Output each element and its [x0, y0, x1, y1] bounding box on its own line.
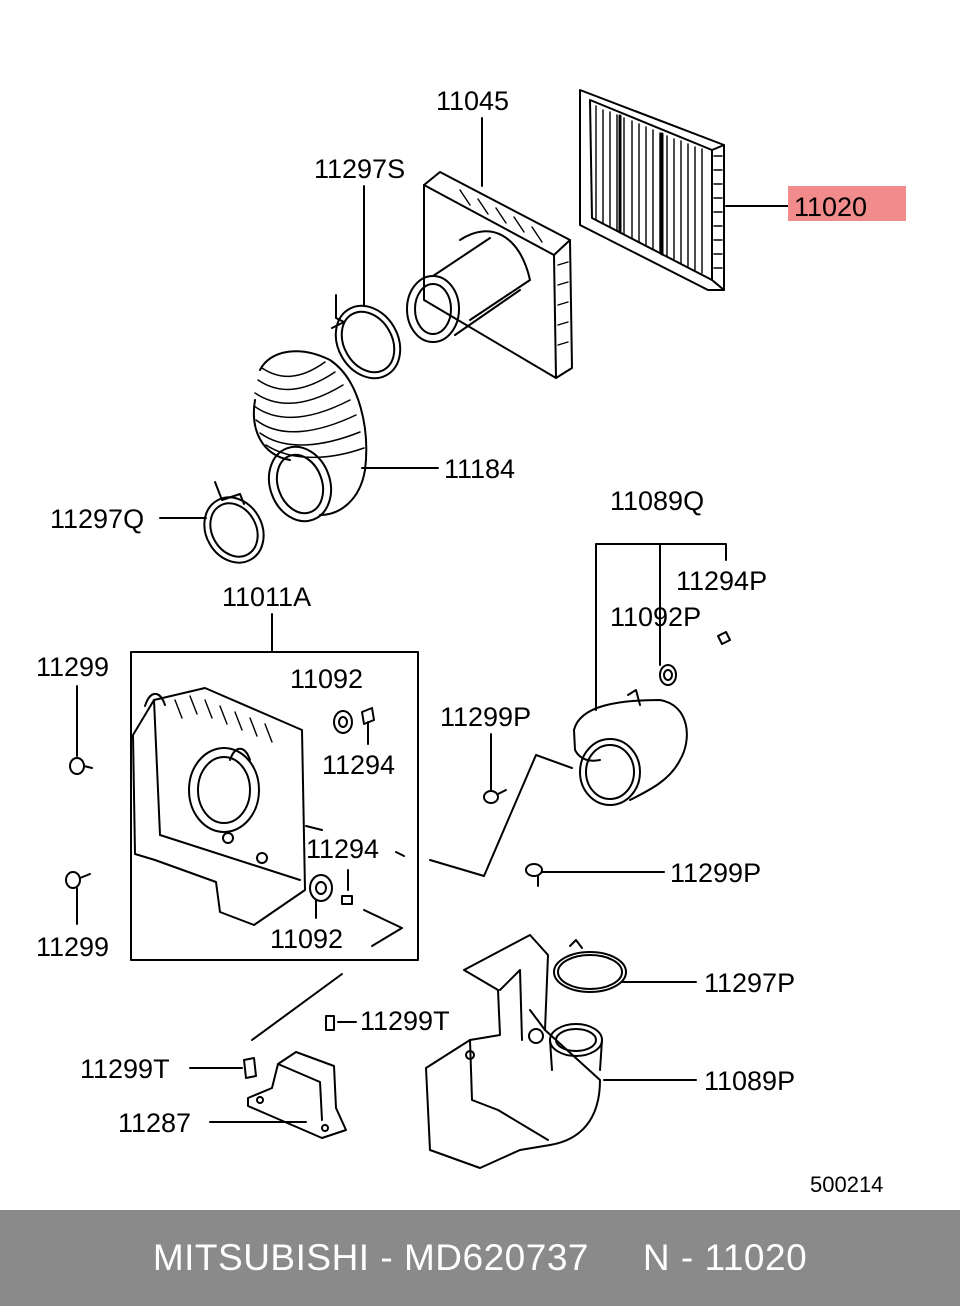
mounting-bracket-icon: [247, 1051, 347, 1139]
label-11092P: 11092P: [610, 602, 701, 632]
label-11092-bottom: 11092: [270, 924, 343, 954]
bolt-11299P-right-icon: [525, 863, 543, 887]
label-11089Q: 11089Q: [610, 486, 704, 516]
air-duct-upper-icon: [573, 689, 688, 806]
label-11294-mid: 11294: [306, 834, 379, 864]
label-11294P: 11294P: [676, 566, 767, 596]
label-11045: 11045: [436, 86, 509, 116]
intake-hose-icon: [253, 350, 368, 523]
leader-11092-dash: [363, 909, 403, 947]
reference-number: 11020: [704, 1237, 808, 1278]
footer-gap: [589, 1237, 643, 1279]
reference-prefix: N -: [642, 1237, 705, 1278]
leader-duct-connection: [429, 754, 573, 877]
pin-11294-top-icon: [361, 707, 375, 725]
leader-11089Q: [595, 543, 727, 711]
selected-part-highlight: [788, 186, 906, 221]
label-11299T-right: 11299T: [360, 1006, 450, 1036]
leader-11294-mid-dash: [305, 825, 405, 857]
grommet-11092-bottom-icon: [309, 874, 333, 902]
label-11020: 11020: [794, 192, 867, 222]
pin-11294P-icon: [717, 631, 731, 645]
label-11297S: 11297S: [314, 154, 405, 184]
air-filter-element-icon: [579, 89, 725, 291]
label-11287: 11287: [118, 1108, 191, 1138]
air-cleaner-cover-icon: [406, 171, 573, 379]
bolt-11299T-left-icon: [243, 1057, 257, 1079]
part-info-footer: MITSUBISHI - MD620737 N - 11020: [0, 1210, 960, 1306]
air-cleaner-case-icon: [132, 687, 306, 926]
bolt-11299P-left-icon: [483, 789, 507, 804]
label-11294-top: 11294: [322, 750, 395, 780]
part-number: MD620737: [403, 1237, 589, 1278]
label-11184: 11184: [444, 454, 515, 484]
label-11299T-left: 11299T: [80, 1054, 170, 1084]
brand-name: MITSUBISHI: [152, 1237, 370, 1278]
label-11299-bottom: 11299: [36, 932, 109, 962]
bolt-11299-bottom-icon: [65, 871, 91, 889]
grommet-11092-top-icon: [333, 710, 353, 734]
label-11299P-left: 11299P: [440, 702, 531, 732]
label-11011A: 11011A: [222, 582, 311, 612]
label-11299P-right: 11299P: [670, 858, 761, 888]
bolt-11299-top-icon: [69, 757, 93, 775]
label-11089P: 11089P: [704, 1066, 795, 1096]
pin-11294-mid-icon: [341, 895, 353, 905]
assembly-box-11011A: [130, 651, 419, 961]
label-11297Q: 11297Q: [50, 504, 144, 534]
hose-clamp-upper-icon: [331, 294, 402, 380]
leader-case-bracket: [251, 973, 343, 1041]
label-11297P: 11297P: [704, 968, 795, 998]
resonator-duct-icon: [425, 934, 603, 1169]
hose-clamp-lower-icon: [203, 481, 265, 564]
diagram-id: 500214: [810, 1172, 883, 1197]
hose-clamp-right-icon: [553, 939, 627, 993]
bolt-11299T-right-icon: [325, 1015, 335, 1031]
footer-separator: -: [369, 1237, 404, 1278]
label-11299-top: 11299: [36, 652, 109, 682]
grommet-11092P-icon: [659, 664, 677, 686]
exploded-parts-diagram: 11045 11020 11297S 11184 11297Q 11089Q 1…: [36, 86, 906, 1197]
label-11092-top: 11092: [290, 664, 363, 694]
